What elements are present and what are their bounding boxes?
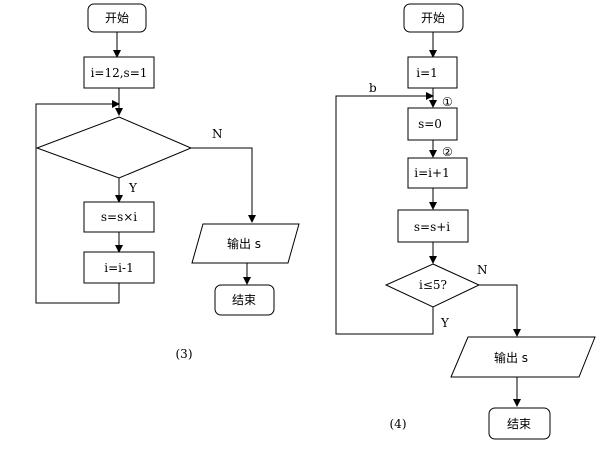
start-label-4: 开始 bbox=[421, 11, 445, 25]
output-parallelogram-4 bbox=[450, 336, 596, 378]
end-terminal-4 bbox=[488, 407, 551, 440]
end-label-4: 结束 bbox=[507, 417, 531, 431]
accumulate-box-4 bbox=[397, 209, 469, 243]
arrow-decision-output-3 bbox=[191, 147, 256, 223]
reset-box-4 bbox=[407, 107, 458, 141]
output-label-3: 输出 s bbox=[227, 236, 261, 251]
increment-box-4 bbox=[407, 157, 468, 189]
accumulate-label-4: s=s+i bbox=[414, 220, 450, 234]
output-parallelogram-3 bbox=[191, 223, 300, 264]
loop-back-line-3 bbox=[35, 100, 120, 304]
decision-label-4: i≤5? bbox=[419, 278, 447, 292]
end-terminal-3 bbox=[214, 284, 275, 316]
marker-1-4: ① bbox=[442, 95, 453, 109]
multiply-box-3 bbox=[83, 201, 155, 233]
no-label-3: N bbox=[212, 127, 223, 141]
reset-label-4: s=0 bbox=[418, 117, 442, 131]
init-box-4 bbox=[407, 56, 458, 89]
loop-label-b-4: b bbox=[369, 81, 377, 95]
decision-diamond-3 bbox=[35, 116, 193, 179]
flowchart-3: 开始 i=12,s=1 Y s=s×i i=i-1 N 输出 s 结束 (3) bbox=[35, 3, 300, 361]
init-label-4: i=1 bbox=[416, 66, 438, 80]
flowchart-4: 开始 i=1 ① s=0 ② i=i+1 s=s+i i≤5? Y b N bbox=[335, 3, 596, 440]
end-label-3: 结束 bbox=[232, 293, 256, 307]
loop-back-line-4 bbox=[335, 92, 434, 335]
start-label-3: 开始 bbox=[105, 11, 129, 25]
caption-3: (3) bbox=[176, 347, 193, 361]
caption-4: (4) bbox=[390, 417, 407, 431]
yes-label-3: Y bbox=[128, 181, 138, 195]
no-label-4: N bbox=[477, 263, 488, 277]
arrow-decision-output-4 bbox=[479, 284, 521, 337]
decrement-box-3 bbox=[83, 251, 155, 284]
decrement-label-3: i=i-1 bbox=[104, 261, 133, 275]
increment-label-4: i=i+1 bbox=[414, 166, 449, 180]
yes-label-4: Y bbox=[440, 316, 450, 330]
multiply-label-3: s=s×i bbox=[101, 210, 137, 224]
output-label-4: 输出 s bbox=[494, 350, 528, 365]
marker-2-4: ② bbox=[442, 145, 453, 159]
init-box-3 bbox=[83, 56, 155, 89]
init-label-3: i=12,s=1 bbox=[91, 66, 148, 80]
